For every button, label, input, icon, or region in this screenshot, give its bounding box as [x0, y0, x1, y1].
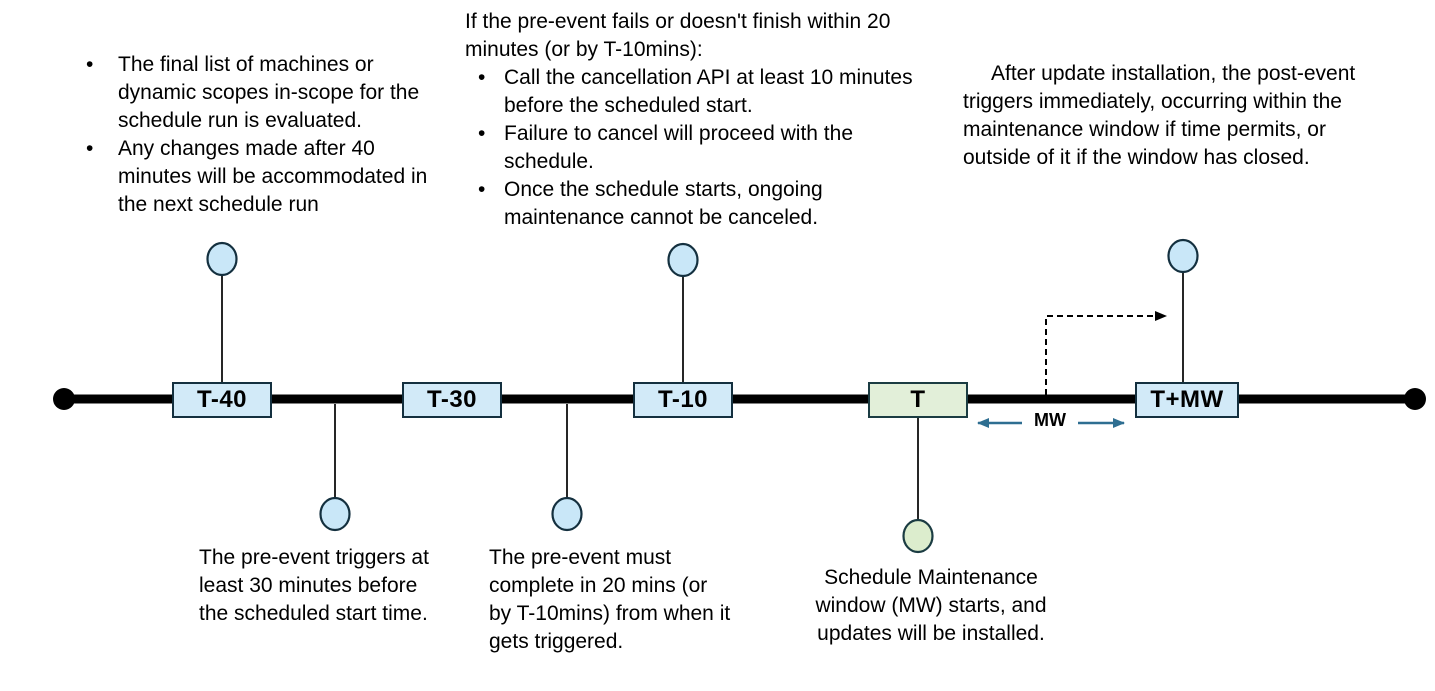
note-text: Once the schedule starts, ongoing mainte…	[504, 178, 823, 229]
note-scope-evaluation: • The final list of machines or dynamic …	[80, 51, 433, 219]
milestone-label: T	[910, 386, 926, 413]
milestone-label: T+MW	[1150, 386, 1224, 413]
note-text: Any changes made after 40 minutes will b…	[118, 137, 428, 216]
bullet-icon: •	[86, 137, 94, 160]
callout-mw-start: Schedule Maintenance window (MW) starts,…	[815, 566, 1047, 645]
note-text: Call the cancellation API at least 10 mi…	[504, 66, 913, 117]
note-text: Failure to cancel will proceed with the …	[504, 122, 854, 173]
list-item: • Any changes made after 40 minutes will…	[80, 135, 433, 219]
list-item: • Once the schedule starts, ongoing main…	[465, 176, 919, 232]
event-circle-tmw	[1167, 238, 1199, 274]
milestone-box-t: T	[868, 382, 968, 418]
milestone-box-t-30: T-30	[402, 382, 502, 418]
milestone-label: T-30	[426, 386, 478, 413]
mw-span-label: MW	[1034, 410, 1066, 430]
milestone-label: T-40	[196, 386, 248, 413]
milestone-label: T-10	[657, 386, 709, 413]
event-circle-mw-start	[902, 518, 934, 554]
event-circle-t10	[667, 242, 699, 278]
bullet-icon: •	[86, 53, 94, 76]
timeline-start-dot	[53, 388, 75, 410]
bullet-icon: •	[478, 66, 486, 89]
list-item: • Failure to cancel will proceed with th…	[465, 120, 919, 176]
event-circle-pre-event-complete	[551, 496, 583, 532]
note-pre-event-failure: If the pre-event fails or doesn't finish…	[465, 8, 919, 232]
milestone-box-t-plus-mw: T+MW	[1135, 382, 1239, 418]
bullet-icon: •	[478, 122, 486, 145]
list-item: • Call the cancellation API at least 10 …	[465, 64, 919, 120]
callout-pre-event-complete: The pre-event must complete in 20 mins (…	[489, 546, 731, 653]
timeline-end-dot	[1404, 388, 1426, 410]
callout-pre-event-trigger: The pre-event triggers at least 30 minut…	[199, 546, 429, 625]
note-post-event: After update installation, the post-even…	[963, 62, 1356, 169]
list-item: • The final list of machines or dynamic …	[80, 51, 433, 135]
event-circle-t40	[206, 241, 238, 277]
milestone-box-t-40: T-40	[172, 382, 272, 418]
note-intro: If the pre-event fails or doesn't finish…	[465, 10, 891, 61]
bullet-icon: •	[478, 178, 486, 201]
note-text: The final list of machines or dynamic sc…	[118, 53, 420, 132]
event-circle-pre-event-trigger	[319, 496, 351, 532]
milestone-box-t-10: T-10	[633, 382, 733, 418]
